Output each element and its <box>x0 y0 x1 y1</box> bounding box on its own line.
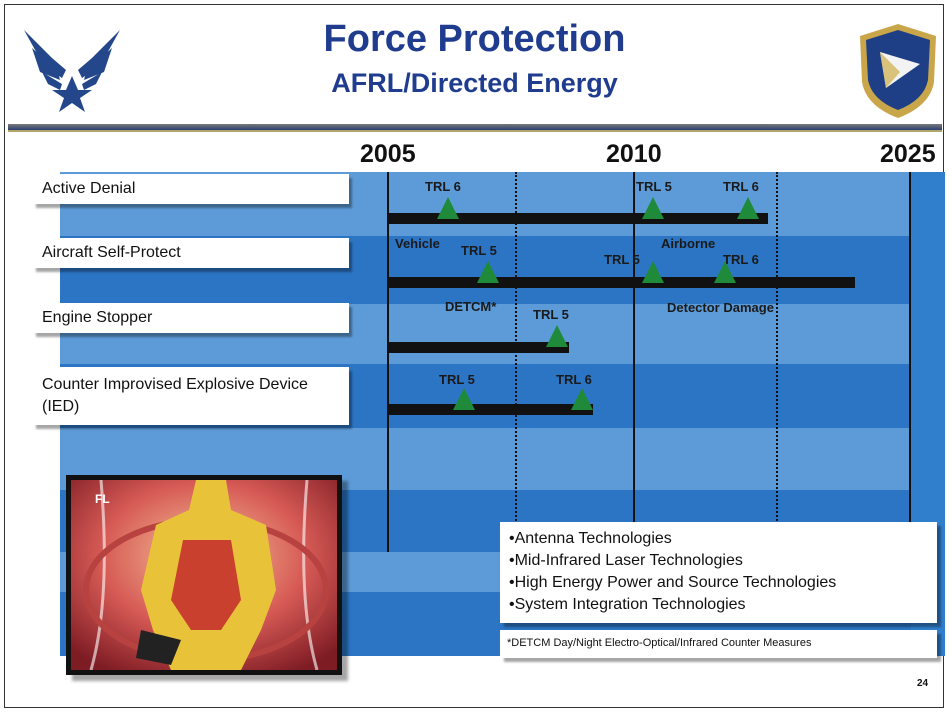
slide-title: Force Protection <box>323 18 626 60</box>
milestone-triangle-icon <box>642 197 664 219</box>
year-gridline-2010 <box>633 172 635 552</box>
milestone-label: TRL 6 <box>556 372 592 387</box>
milestone-triangle-icon <box>642 261 664 283</box>
slide-subtitle: AFRL/Directed Energy <box>331 68 618 98</box>
milestone-label: TRL 6 <box>425 179 461 194</box>
milestone-label: TRL 5 <box>439 372 475 387</box>
timeline-bar-aircraft-self-protect <box>388 277 855 288</box>
afrl-shield-logo <box>860 24 936 118</box>
row-label-active-denial: Active Denial <box>33 174 349 204</box>
year-gridline-2005 <box>387 172 389 552</box>
milestone-triangle-icon <box>546 325 568 347</box>
annotation-detcm: DETCM* <box>445 299 497 314</box>
technology-item: •Mid-Infrared Laser Technologies <box>509 552 743 569</box>
page-number: 24 <box>917 678 929 689</box>
half-year-gridline <box>776 172 778 552</box>
year-label-2025: 2025 <box>880 140 936 168</box>
annotation-vehicle: Vehicle <box>395 236 440 251</box>
technology-item: •Antenna Technologies <box>509 530 672 547</box>
milestone-label: TRL 5 <box>636 179 672 194</box>
camera-logo-text: FL <box>95 492 110 506</box>
row-label-aircraft-self-protect: Aircraft Self-Protect <box>33 238 349 268</box>
milestone-label: TRL 5 <box>604 252 640 267</box>
milestone-label: TRL 5 <box>461 243 497 258</box>
air-force-logo <box>24 30 120 112</box>
milestone-triangle-icon <box>453 388 475 410</box>
footnote: *DETCM Day/Night Electro-Optical/Infrare… <box>500 630 937 658</box>
row-label-counter-ied: Counter Improvised Explosive Device (IED… <box>33 367 349 425</box>
milestone-label: TRL 5 <box>533 307 569 322</box>
timeline-bar-counter-ied <box>388 404 593 415</box>
half-year-gridline <box>515 172 517 552</box>
technology-item: •High Energy Power and Source Technologi… <box>509 574 837 591</box>
milestone-triangle-icon <box>477 261 499 283</box>
year-label-2005: 2005 <box>360 140 416 168</box>
timeline-bar-active-denial <box>388 213 768 224</box>
header-divider-accent <box>8 130 942 132</box>
technologies-list: •Antenna Technologies •Mid-Infrared Lase… <box>500 522 937 623</box>
thermal-image: FL <box>66 475 342 675</box>
thermal-image-content: FL <box>71 480 337 670</box>
technology-item: •System Integration Technologies <box>509 596 746 613</box>
milestone-triangle-icon <box>437 197 459 219</box>
milestone-triangle-icon <box>737 197 759 219</box>
year-gridline-2025 <box>909 172 911 552</box>
year-label-2010: 2010 <box>606 140 662 168</box>
milestone-triangle-icon <box>571 388 593 410</box>
milestone-label: TRL 6 <box>723 179 759 194</box>
annotation-detector-damage: Detector Damage <box>667 300 774 315</box>
annotation-airborne: Airborne <box>661 236 716 251</box>
timeline-bar-engine-stopper <box>388 342 569 353</box>
thermal-figure-graphic <box>71 480 337 670</box>
milestone-triangle-icon <box>714 261 736 283</box>
row-label-engine-stopper: Engine Stopper <box>33 303 349 333</box>
header-divider <box>8 124 942 130</box>
